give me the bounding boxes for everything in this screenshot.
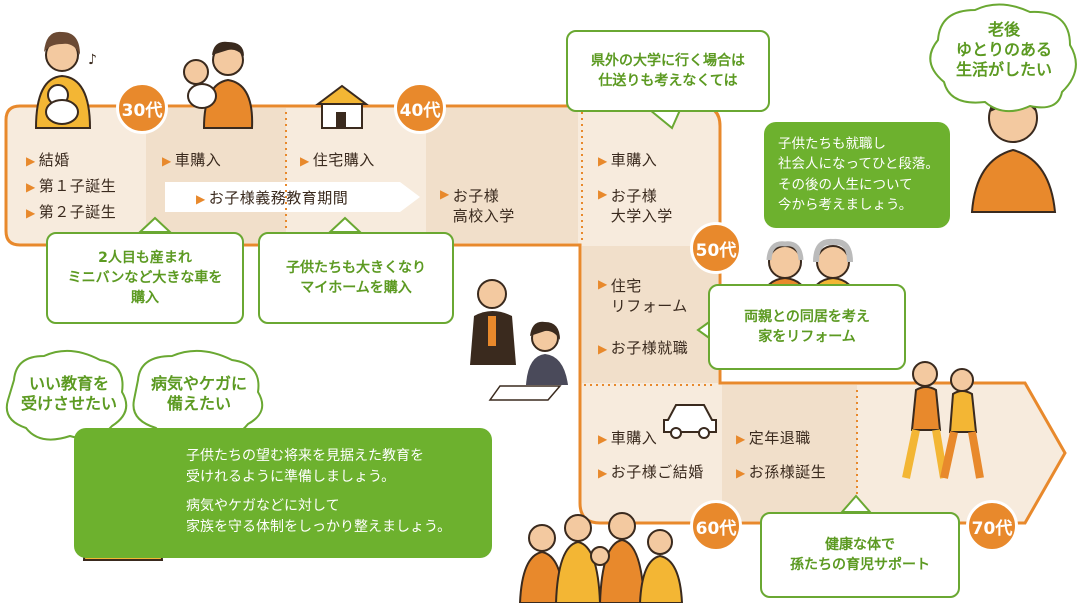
age-badge-40: 40代 — [394, 82, 446, 134]
event-child2: ▶第２子誕生 — [26, 203, 117, 221]
note-education-prep: 子供たちの望む将来を見据えた教育を 受けれるように準備しましょう。 — [186, 448, 424, 485]
event-grandchild: ▶お孫様誕生 — [736, 463, 827, 481]
event-university: ▶お子様 大学入学 — [598, 187, 673, 226]
event-car-purchase-30s: ▶車購入 — [162, 151, 222, 169]
age-badge-70: 70代 — [966, 500, 1018, 552]
cloud-education-text: いい教育を 受けさせたい — [20, 374, 117, 413]
svg-text:♪: ♪ — [88, 52, 97, 68]
note-illness-prep: 病気やケガなどに対して 家族を守る体制をしっかり整えましょう。 — [186, 498, 452, 535]
segment-dividers — [285, 112, 858, 518]
callout-reform-note: 両親との同居を考え 家をリフォーム — [708, 284, 906, 370]
age-badge-30: 30代 — [116, 82, 168, 134]
mother-baby-illustration: ♪ — [34, 31, 97, 129]
education-period-arrow — [165, 182, 420, 212]
event-employment: ▶お子様就職 — [598, 339, 689, 357]
segment-shade-1 — [146, 108, 286, 243]
cloud-education — [5, 349, 128, 441]
cloud-illness-text: 病気やケガに 備えたい — [150, 374, 247, 413]
event-highschool: ▶お子様 高校入学 — [440, 187, 515, 226]
event-child1: ▶第１子誕生 — [26, 177, 117, 195]
callout-minivan: 2人目も産まれ ミニバンなど大きな車を 購入 — [46, 232, 244, 324]
family-group-illustration — [518, 512, 684, 603]
age-badge-60: 60代 — [690, 500, 742, 552]
cloud-retire-text: 老後 ゆとりのある 生活がしたい — [955, 20, 1052, 79]
callout-myhome: 子供たちも大きくなり マイホームを購入 — [258, 232, 454, 324]
event-compulsory-education: ▶お子様義務教育期間 — [196, 189, 349, 207]
walking-couple-illustration — [902, 361, 984, 479]
note-after-children-work: 子供たちも就職し 社会人になってひと段落。 その後の人生について 今から考えまし… — [764, 122, 950, 228]
event-retirement: ▶定年退職 — [736, 429, 811, 447]
callout-university-allowance: 県外の大学に行く場合は 仕送りも考えなくては — [566, 30, 770, 112]
cloud-retire — [929, 3, 1077, 113]
office-people-illustration — [470, 279, 568, 401]
event-marriage: ▶結婚 — [26, 151, 70, 169]
car-illustration — [663, 404, 717, 439]
age-badge-50: 50代 — [690, 222, 742, 274]
segment-shade-3 — [582, 246, 718, 383]
event-car-purchase-40s: ▶車購入 — [598, 151, 658, 169]
callout-grandchild-support: 健康な体で 孫たちの育児サポート — [760, 512, 960, 598]
event-car-purchase-60s: ▶車購入 — [598, 429, 658, 447]
event-house-purchase: ▶住宅購入 — [300, 151, 375, 169]
event-wedding: ▶お子様ご結婚 — [598, 463, 704, 481]
note-preparation: 子供たちの望む将来を見据えた教育を 受けれるように準備しましょう。 病気やケガな… — [74, 428, 492, 558]
house-illustration — [315, 84, 369, 129]
father-child-illustration — [183, 41, 254, 129]
segment-shade-4 — [722, 385, 857, 521]
segment-shade-2 — [426, 108, 578, 243]
event-reform: ▶住宅 リフォーム — [598, 277, 688, 316]
